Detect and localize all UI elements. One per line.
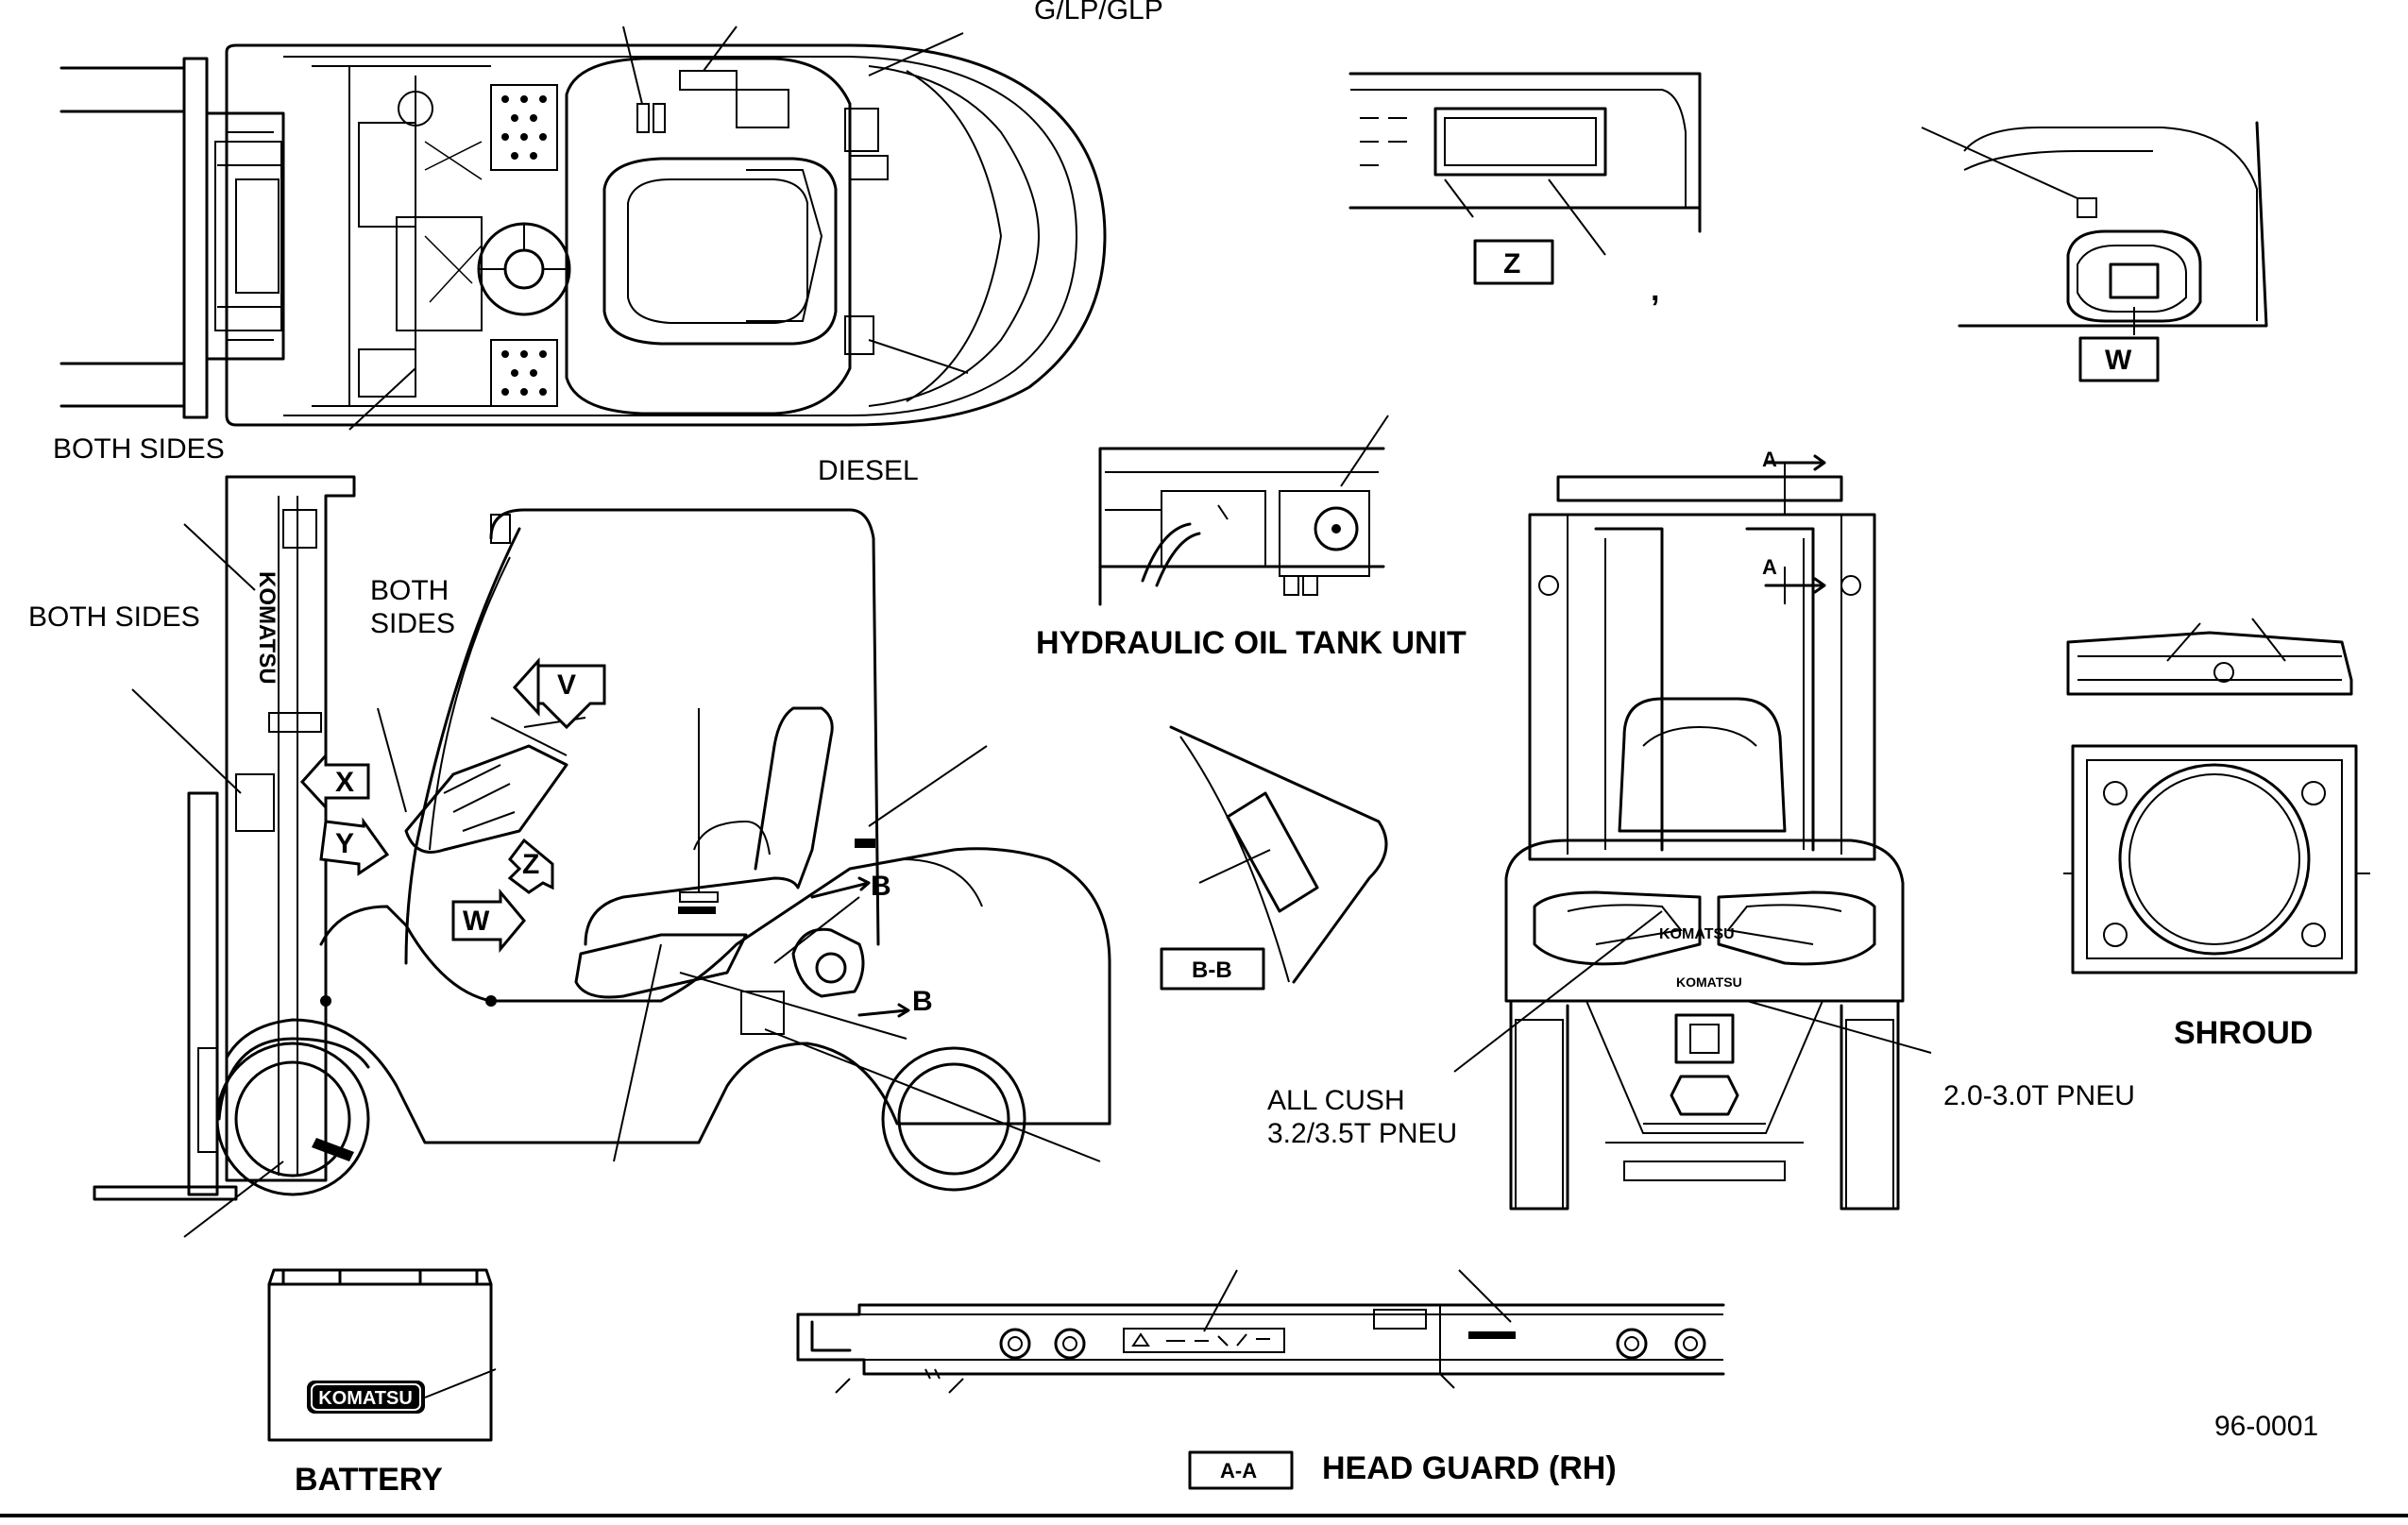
- rear-logo-lower: KOMATSU: [1676, 974, 1742, 990]
- both-sides-left-label: BOTH SIDES: [28, 602, 200, 633]
- all-cush-label-2: 3.2/3.5T PNEU: [1267, 1118, 1457, 1149]
- z-marker: Z: [1503, 248, 1520, 280]
- comma-mark: ,: [1651, 272, 1659, 308]
- all-cush-label-1: ALL CUSH: [1267, 1085, 1405, 1116]
- x-arrow-shape: [299, 752, 370, 811]
- z-arrow-shape: [507, 838, 554, 894]
- bb-marker: B-B: [1192, 957, 1232, 983]
- v-marker: V: [557, 669, 576, 701]
- pneu-label: 2.0-3.0T PNEU: [1943, 1080, 2135, 1111]
- y-marker: Y: [335, 828, 354, 859]
- a-lower-marker: A: [1762, 555, 1777, 579]
- head-guard-label: HEAD GUARD (RH): [1322, 1450, 1617, 1486]
- bb-detail: [1160, 725, 1388, 991]
- w-detail: [1921, 121, 2268, 382]
- a-upper-marker: A: [1762, 448, 1777, 471]
- rear-logo-upper: KOMATSU: [1659, 926, 1735, 942]
- y-arrow-shape: [319, 817, 390, 876]
- z-arrow-marker: Z: [522, 849, 539, 880]
- w-arrow-marker: W: [463, 906, 490, 937]
- rear-view: [1453, 454, 1932, 1211]
- head-guard-detail: [796, 1269, 1725, 1490]
- b-upper-marker: B: [871, 871, 891, 902]
- v-arrow-shape: [536, 664, 606, 730]
- x-marker: X: [335, 767, 354, 798]
- battery-logo: KOMATSU: [318, 1388, 413, 1409]
- battery-label: BATTERY: [295, 1462, 443, 1498]
- b-lower-marker: B: [912, 986, 933, 1017]
- side-view: [93, 475, 1111, 1238]
- diesel-label: DIESEL: [818, 455, 919, 486]
- perforation-dots: [501, 95, 547, 396]
- hydraulic-tank-detail: [1098, 415, 1389, 606]
- top-view: [59, 25, 1107, 431]
- both-sides-mid-label-1: BOTH: [370, 575, 449, 606]
- mast-logo: KOMATSU: [254, 571, 280, 685]
- z-detail: [1348, 72, 1702, 285]
- bottom-rule: [0, 1514, 2408, 1517]
- both-sides-mid-label-2: SIDES: [370, 608, 455, 639]
- w-arrow-shape: [451, 888, 526, 954]
- shroud-detail: [2063, 618, 2370, 974]
- battery-detail: [267, 1268, 497, 1442]
- hydraulic-label: HYDRAULIC OIL TANK UNIT: [1036, 625, 1467, 661]
- shroud-label: SHROUD: [2174, 1015, 2313, 1051]
- both-sides-top-label: BOTH SIDES: [53, 433, 225, 465]
- w-box-marker: W: [2105, 345, 2132, 376]
- doc-number: 96-0001: [2214, 1411, 2318, 1442]
- aa-marker: A-A: [1220, 1459, 1257, 1483]
- glp-label: G/LP/GLP: [1034, 0, 1163, 25]
